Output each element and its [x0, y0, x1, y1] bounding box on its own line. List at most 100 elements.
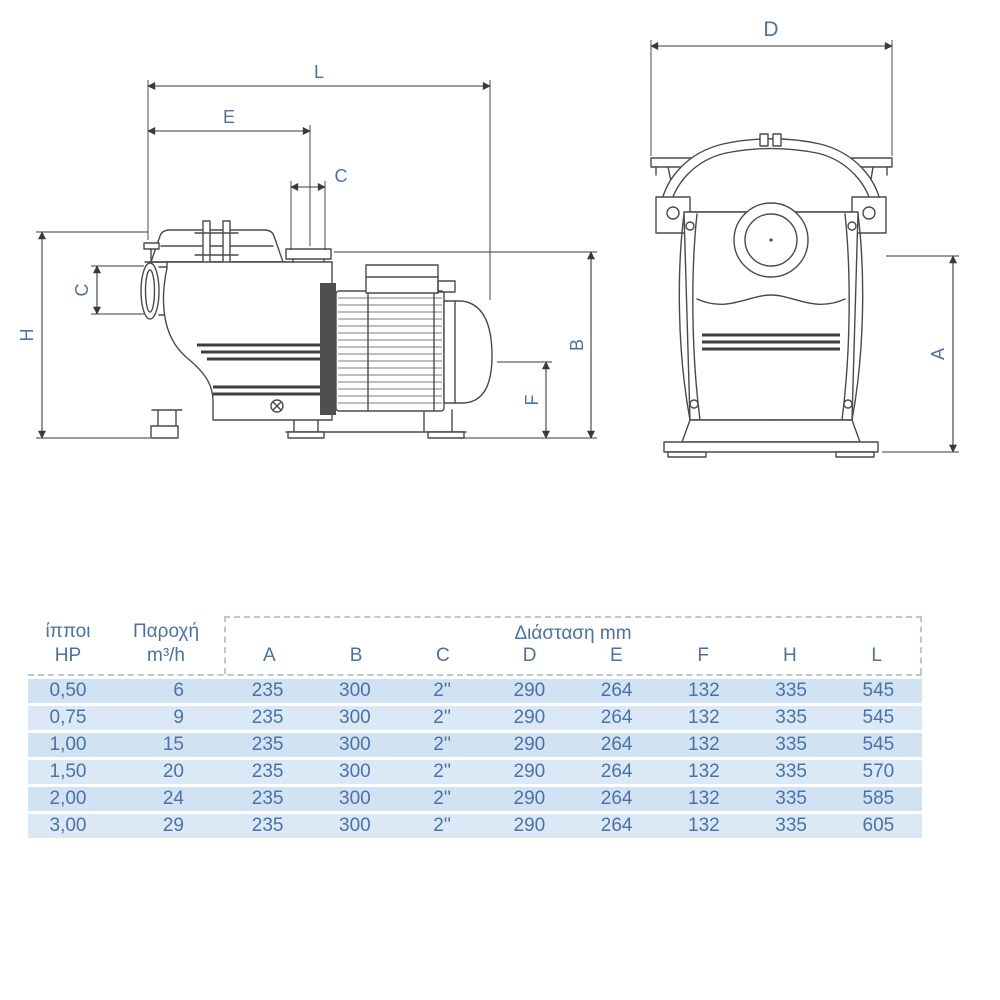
cell-hp: 0,75	[49, 707, 87, 728]
cell-E: 264	[600, 707, 633, 728]
cell-F: 132	[688, 734, 720, 755]
cell-D: 290	[513, 734, 546, 755]
hp-column-header: ίπποι HP	[28, 616, 108, 674]
table-row: 0,75 9 235 300 2'' 290 264 132 335 545	[28, 706, 922, 730]
pump-front-view	[650, 133, 893, 458]
cell-D: 290	[513, 707, 546, 728]
dim-label-C-top: C	[335, 166, 348, 186]
dim-label-A: A	[928, 348, 948, 360]
dimensions-title: Διάσταση mm	[514, 623, 632, 644]
dim-label-B: B	[567, 339, 587, 351]
cell-B: 300	[339, 734, 371, 755]
col-header-H: H	[783, 645, 797, 666]
dim-label-F: F	[522, 395, 542, 406]
cell-flow: 6	[173, 680, 184, 701]
hp-header-line2: HP	[54, 645, 82, 667]
flow-column-header: Παροχή m³/h	[108, 616, 224, 674]
cell-B: 300	[339, 707, 371, 728]
cell-H: 335	[775, 788, 807, 809]
col-header-C: C	[436, 645, 450, 666]
table-row: 0,50 6 235 300 2'' 290 264 132 335 545	[28, 679, 922, 703]
cell-hp: 1,00	[49, 734, 87, 755]
cell-H: 335	[775, 734, 807, 755]
technical-drawing: L E C H C B F	[17, 18, 959, 458]
cell-C: 2''	[433, 788, 452, 809]
dim-label-H: H	[17, 329, 37, 342]
cell-F: 132	[688, 680, 720, 701]
cell-D: 290	[513, 815, 546, 836]
cell-H: 335	[775, 761, 807, 782]
cell-A: 235	[251, 788, 284, 809]
cell-A: 235	[251, 761, 284, 782]
cell-A: 235	[251, 815, 284, 836]
dim-label-L: L	[314, 62, 324, 82]
dimensions-spec-table: ίπποι HP Παροχή m³/h Διάσταση mm A B C D…	[28, 616, 922, 838]
cell-C: 2''	[433, 734, 452, 755]
dim-label-E: E	[223, 107, 235, 127]
front-view-dimensions: D A	[650, 18, 959, 453]
col-header-L: L	[871, 645, 882, 666]
cell-C: 2''	[433, 680, 452, 701]
cell-flow: 20	[162, 761, 184, 782]
table-row: 1,50 20 235 300 2'' 290 264 132 335 570	[28, 760, 922, 784]
table-header: ίπποι HP Παροχή m³/h Διάσταση mm A B C D…	[28, 616, 922, 676]
dim-label-D: D	[763, 18, 778, 41]
cell-H: 335	[775, 815, 807, 836]
flow-header-line2: m³/h	[147, 645, 185, 667]
cell-H: 335	[775, 680, 807, 701]
dimension-column-headers: A B C D E F H L	[226, 645, 920, 667]
cell-B: 300	[339, 680, 371, 701]
cell-H: 335	[775, 707, 807, 728]
cell-D: 290	[513, 761, 546, 782]
cell-L: 605	[862, 815, 895, 836]
cell-A: 235	[251, 680, 284, 701]
cell-L: 585	[862, 788, 895, 809]
cell-C: 2''	[433, 815, 452, 836]
cell-E: 264	[600, 788, 633, 809]
pump-side-view	[140, 220, 493, 439]
cell-B: 300	[339, 788, 371, 809]
cell-F: 132	[688, 707, 720, 728]
cell-flow: 15	[162, 734, 184, 755]
cell-F: 132	[688, 815, 720, 836]
body-rib-lines	[197, 343, 332, 396]
flow-header-line1: Παροχή	[132, 621, 200, 642]
cell-L: 545	[862, 680, 895, 701]
cell-L: 570	[862, 761, 895, 782]
cell-D: 290	[513, 680, 546, 701]
cell-flow: 24	[162, 788, 184, 809]
side-view-dimensions: L E C H C B F	[17, 62, 597, 439]
cell-E: 264	[600, 815, 633, 836]
table-row: 1,00 15 235 300 2'' 290 264 132 335 545	[28, 733, 922, 757]
cell-C: 2''	[433, 707, 452, 728]
cell-F: 132	[688, 788, 720, 809]
cell-B: 300	[339, 761, 371, 782]
cell-hp: 1,50	[49, 761, 87, 782]
cell-D: 290	[513, 788, 546, 809]
dimensions-header-group: Διάσταση mm A B C D E F H L	[224, 616, 922, 674]
cell-L: 545	[862, 734, 895, 755]
cell-flow: 29	[162, 815, 184, 836]
cell-hp: 3,00	[49, 815, 87, 836]
col-header-E: E	[610, 645, 623, 666]
cell-A: 235	[251, 707, 284, 728]
motor-fins	[338, 297, 442, 404]
col-header-F: F	[697, 645, 709, 666]
hp-header-line1: ίπποι	[45, 621, 91, 642]
cell-B: 300	[339, 815, 371, 836]
cell-A: 235	[251, 734, 284, 755]
front-rib-lines	[702, 333, 840, 351]
table-row: 2,00 24 235 300 2'' 290 264 132 335 585	[28, 787, 922, 811]
cell-hp: 0,50	[49, 680, 87, 701]
col-header-D: D	[522, 645, 537, 666]
cell-E: 264	[600, 680, 633, 701]
col-header-B: B	[349, 645, 363, 666]
cell-hp: 2,00	[49, 788, 87, 809]
cell-E: 264	[600, 761, 633, 782]
col-header-A: A	[263, 645, 276, 666]
cell-F: 132	[688, 761, 720, 782]
cell-C: 2''	[433, 761, 452, 782]
cell-flow: 9	[173, 707, 184, 728]
table-body: 0,50 6 235 300 2'' 290 264 132 335 545 0…	[28, 679, 922, 838]
